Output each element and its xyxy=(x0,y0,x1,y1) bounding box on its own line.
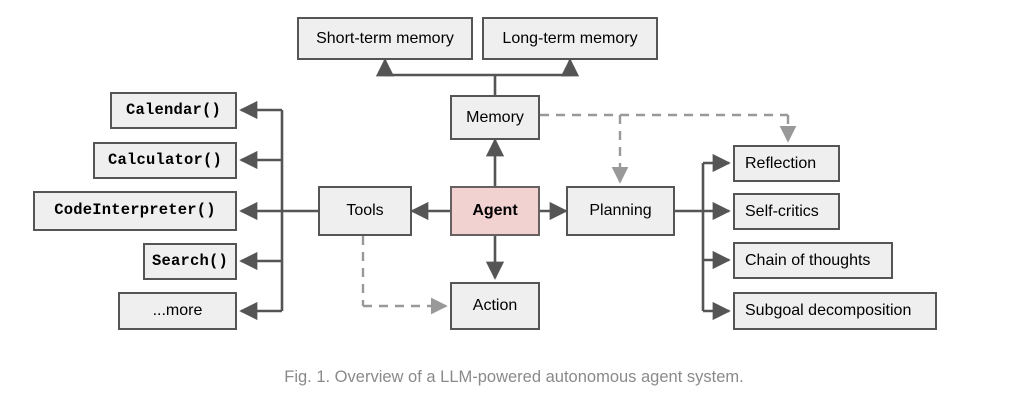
figure-caption: Fig. 1. Overview of a LLM-powered autono… xyxy=(284,368,744,386)
node-label: Subgoal decomposition xyxy=(745,302,912,319)
node-planning-self-critics[interactable]: Self-critics xyxy=(733,193,840,230)
node-label: Search() xyxy=(151,251,228,270)
node-label: Long-term memory xyxy=(502,29,638,47)
node-planning-chain-of-thoughts[interactable]: Chain of thoughts xyxy=(733,242,893,279)
node-planning-reflection[interactable]: Reflection xyxy=(733,145,840,182)
node-label: Short-term memory xyxy=(316,29,454,47)
node-label: Action xyxy=(472,297,518,314)
node-planning[interactable]: Planning xyxy=(566,186,675,236)
node-tool-search[interactable]: Search() xyxy=(143,243,237,280)
node-label: Planning xyxy=(589,202,652,219)
node-label: ...more xyxy=(152,302,203,319)
node-planning-subgoal-decomposition[interactable]: Subgoal decomposition xyxy=(733,292,937,330)
node-long-term-memory[interactable]: Long-term memory xyxy=(482,17,658,60)
node-label: CodeInterpreter() xyxy=(54,201,216,220)
node-label: Calendar() xyxy=(125,100,221,119)
node-short-term-memory[interactable]: Short-term memory xyxy=(297,17,473,60)
node-label: Tools xyxy=(346,202,384,219)
node-label: Self-critics xyxy=(745,202,819,220)
node-tool-calendar[interactable]: Calendar() xyxy=(110,92,237,129)
node-label: Chain of thoughts xyxy=(745,251,871,269)
node-tool-more[interactable]: ...more xyxy=(118,292,237,330)
node-label: Memory xyxy=(466,108,524,126)
node-tools[interactable]: Tools xyxy=(318,186,412,236)
node-memory[interactable]: Memory xyxy=(450,95,540,140)
node-agent[interactable]: Agent xyxy=(450,186,540,236)
node-label: Agent xyxy=(472,202,518,219)
node-label: Calculator() xyxy=(107,150,223,169)
node-label: Reflection xyxy=(745,154,817,172)
node-action[interactable]: Action xyxy=(450,282,540,330)
node-tool-calculator[interactable]: Calculator() xyxy=(93,142,237,179)
node-tool-code-interpreter[interactable]: CodeInterpreter() xyxy=(33,191,237,231)
